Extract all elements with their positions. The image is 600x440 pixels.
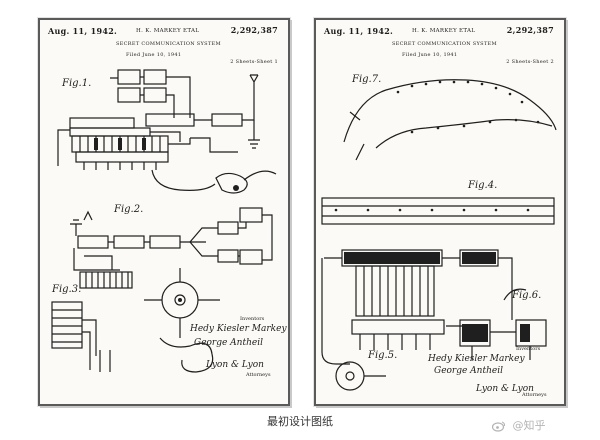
zhihu-watermark: @知乎 (492, 417, 546, 433)
fig-2-label: Fig.2. (114, 204, 144, 215)
sheet-number: 2 Sheets-Sheet 1 (230, 59, 278, 65)
inventor-name: H. K. MARKEY ETAL (136, 28, 200, 34)
weibo-logo-icon (492, 421, 506, 432)
signature-attorney: Lyon & Lyon (476, 384, 534, 394)
attorneys-label: Attorneys (246, 372, 271, 378)
fig-4-label: Fig.4. (468, 180, 498, 191)
mechanism-drawing-2 (321, 79, 557, 391)
signature-markey: Hedy Kiesler Markey (428, 354, 525, 364)
image-caption: 最初设计图纸 (267, 415, 333, 428)
patent-sheet-1: Aug. 11, 1942. H. K. MARKEY ETAL 2,292,3… (38, 18, 290, 406)
inventor-name: H. K. MARKEY ETAL (412, 28, 476, 34)
patent-title: SECRET COMMUNICATION SYSTEM (116, 41, 221, 47)
patent-number: 2,292,387 (506, 25, 554, 35)
sheet-number: 2 Sheets-Sheet 2 (506, 59, 554, 65)
patent-date: Aug. 11, 1942. (324, 26, 394, 36)
fig-3-label: Fig.3. (52, 284, 82, 295)
attorneys-label: Attorneys (522, 392, 547, 398)
inventors-label: Inventors (516, 346, 541, 352)
filed-date: Filed June 10, 1941 (402, 52, 458, 58)
inventors-label: Inventors (240, 316, 265, 322)
fig-7-label: Fig.7. (352, 74, 382, 85)
filed-date: Filed June 10, 1941 (126, 52, 182, 58)
circuit-drawing-1 (51, 69, 277, 373)
patent-sheet-2: Aug. 11, 1942. H. K. MARKEY ETAL 2,292,3… (314, 18, 566, 406)
patent-title: SECRET COMMUNICATION SYSTEM (392, 41, 497, 47)
watermark-text: @知乎 (512, 419, 546, 432)
patent-date: Aug. 11, 1942. (48, 26, 118, 36)
fig-6-label: Fig.6. (512, 290, 542, 301)
signature-attorney: Lyon & Lyon (206, 360, 264, 370)
signature-antheil: George Antheil (194, 338, 263, 348)
fig-5-label: Fig.5. (368, 350, 398, 361)
fig-1-label: Fig.1. (62, 78, 92, 89)
signature-antheil: George Antheil (434, 366, 503, 376)
patent-number: 2,292,387 (230, 25, 278, 35)
signature-markey: Hedy Kiesler Markey (190, 324, 287, 334)
